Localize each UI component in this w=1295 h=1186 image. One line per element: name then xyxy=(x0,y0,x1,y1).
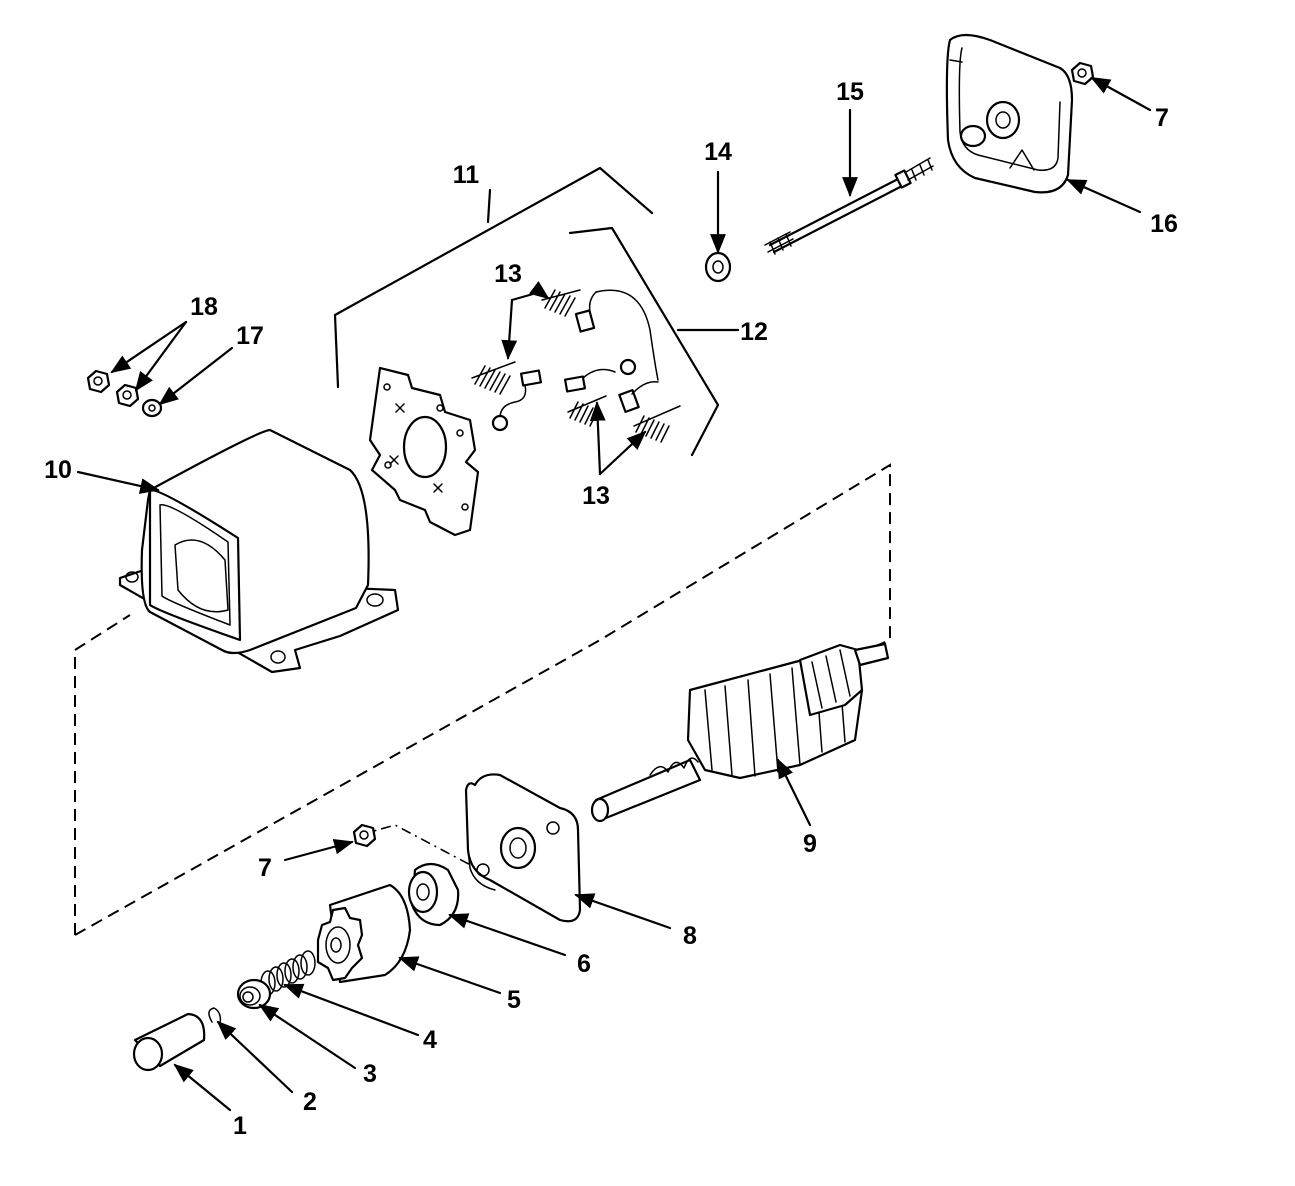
callout-6: 6 xyxy=(577,950,591,978)
collar-3 xyxy=(236,978,272,1010)
springs-13 xyxy=(471,289,681,443)
callout-labels: 1 2 3 4 5 6 7 7 8 9 10 11 12 13 13 14 15… xyxy=(44,78,1178,1140)
callout-13-bottom: 13 xyxy=(582,482,610,510)
callout-11: 11 xyxy=(453,161,480,189)
callout-7-lower: 7 xyxy=(258,854,272,882)
callout-13-top: 13 xyxy=(494,260,522,288)
drive-end-head-8 xyxy=(464,773,582,923)
callout-4: 4 xyxy=(423,1026,437,1054)
armature-9 xyxy=(590,642,890,823)
retaining-ring-2 xyxy=(208,1007,222,1025)
washer-14 xyxy=(704,251,732,283)
callout-15: 15 xyxy=(836,78,864,106)
nut-7-top xyxy=(1070,61,1095,86)
brush-set-12 xyxy=(491,289,659,432)
field-housing-10 xyxy=(118,428,400,674)
stop-cap-1 xyxy=(132,1012,206,1072)
callout-2: 2 xyxy=(303,1088,317,1116)
flange-hub-6 xyxy=(407,862,460,927)
callout-7-top: 7 xyxy=(1155,104,1169,132)
callout-18: 18 xyxy=(190,293,218,321)
callout-8: 8 xyxy=(683,922,697,950)
callout-3: 3 xyxy=(363,1060,377,1088)
leader-lines xyxy=(76,76,1152,1112)
through-bolt-15 xyxy=(764,157,934,255)
group-brackets xyxy=(333,166,720,457)
end-cap-16 xyxy=(945,33,1074,194)
callout-5: 5 xyxy=(507,986,521,1014)
brush-plate xyxy=(368,366,480,537)
callout-14: 14 xyxy=(704,138,732,166)
callout-9: 9 xyxy=(803,830,817,858)
callout-16: 16 xyxy=(1150,210,1178,238)
callout-12: 12 xyxy=(740,318,768,346)
hardware-17-18 xyxy=(86,369,163,418)
callout-1: 1 xyxy=(233,1112,247,1140)
nut-7-lower xyxy=(352,823,377,848)
callout-17: 17 xyxy=(236,322,264,350)
pinion-gear-5 xyxy=(316,883,412,984)
callout-10: 10 xyxy=(44,456,72,484)
